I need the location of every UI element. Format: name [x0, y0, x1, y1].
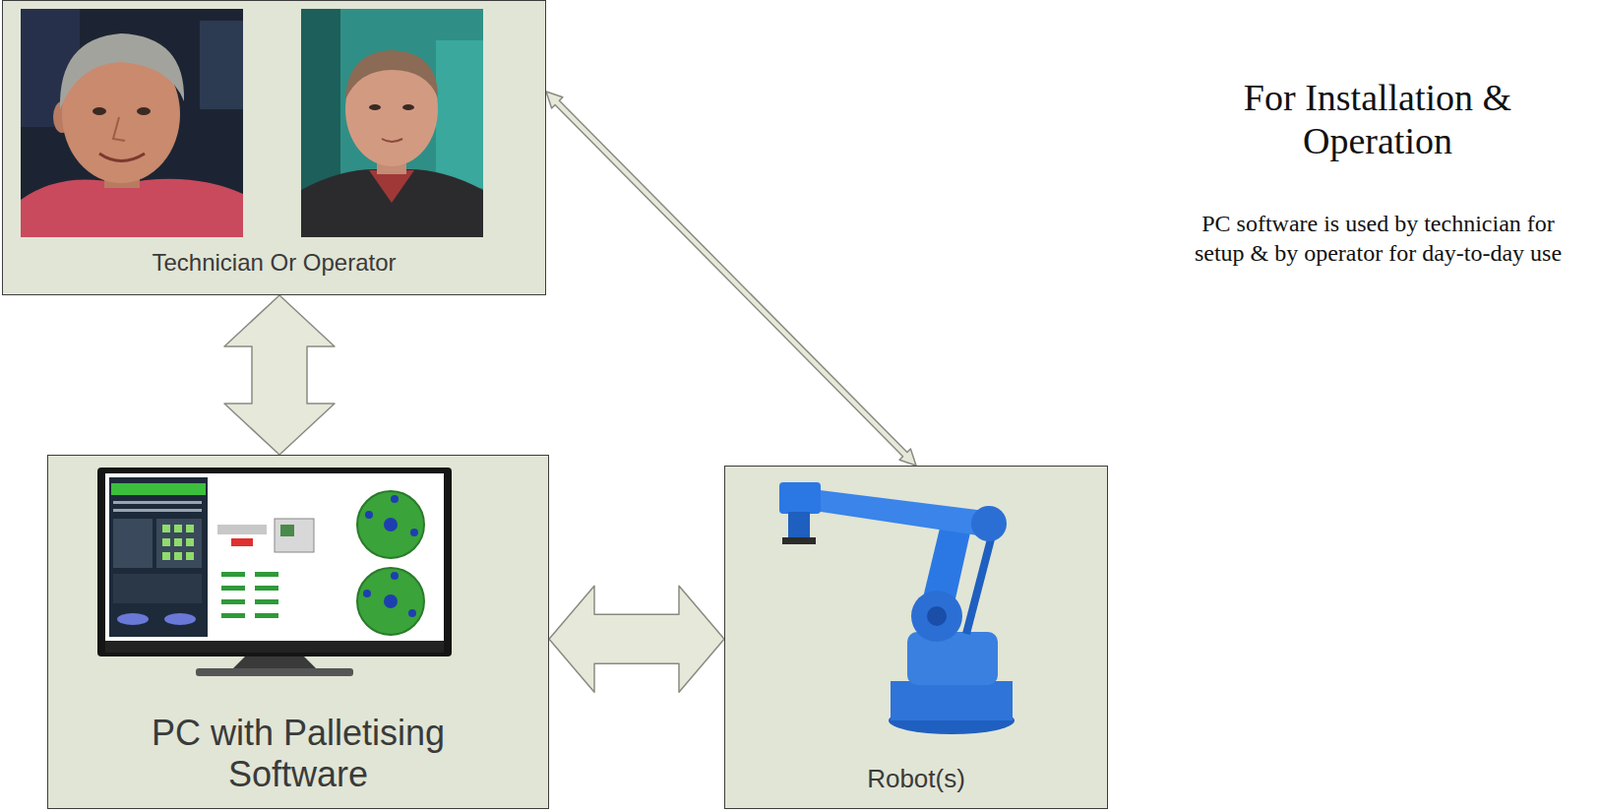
block-arrow	[224, 295, 335, 455]
node-label: Technician Or Operator	[151, 248, 396, 277]
robot-illustration	[725, 466, 1109, 747]
software-box: PC with Palletising Software	[47, 454, 550, 809]
node-label: Robot(s)	[866, 764, 966, 795]
robot-box: Robot(s)	[724, 465, 1108, 809]
block-arrow	[549, 585, 725, 692]
block-arrow	[546, 91, 917, 466]
actor-box: Technician Or Operator	[1, 0, 547, 296]
people-photos	[2, 0, 548, 243]
node-label: PC with Palletising Software	[91, 712, 505, 795]
note-heading: For Installation & Operation	[1215, 76, 1540, 163]
note-text: PC software is used by technician for se…	[1188, 208, 1568, 268]
monitor-illustration	[48, 455, 551, 692]
